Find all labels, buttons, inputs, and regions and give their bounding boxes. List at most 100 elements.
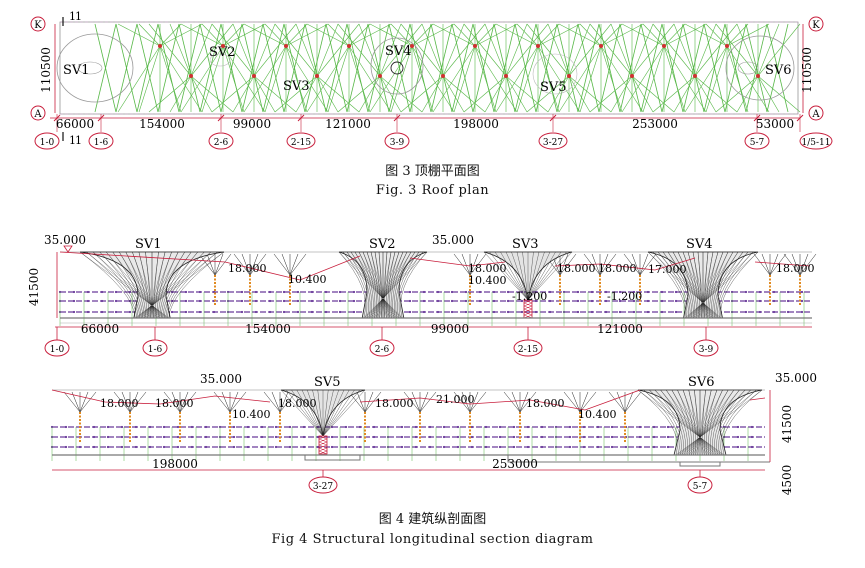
- funnel-sv5: [280, 389, 366, 455]
- cable-node: [756, 74, 760, 78]
- svg-text:5-7: 5-7: [750, 138, 765, 148]
- svg-text:A: A: [33, 109, 42, 120]
- svg-text:1-0: 1-0: [50, 345, 65, 355]
- cable-node: [725, 44, 729, 48]
- svg-text:2-6: 2-6: [375, 345, 390, 355]
- level-label: 18.000: [375, 397, 414, 410]
- level-label: -1.200: [512, 290, 547, 303]
- span-label: 198000: [453, 117, 499, 131]
- roof-outline: [59, 21, 799, 115]
- svg-text:5-7: 5-7: [693, 482, 708, 492]
- level-markers: 35.000 35.000 18.000 18.000 10.400 18.00…: [100, 371, 817, 421]
- grid-bubble: 3-9: [384, 132, 410, 150]
- cable-node: [662, 44, 666, 48]
- roof-width-dimension: 110500: [39, 47, 53, 93]
- fig4-caption-en: Fig 4 Structural longitudinal section di…: [271, 532, 594, 547]
- funnel-sv3: [483, 251, 573, 319]
- span-label: 66000: [56, 117, 94, 131]
- svg-text:3-9: 3-9: [699, 345, 714, 355]
- span-label: 66000: [81, 322, 119, 336]
- cable-node: [567, 74, 571, 78]
- level-label: 18.000: [228, 262, 267, 275]
- level-label: 10.400: [288, 273, 327, 286]
- level-label: 18.000: [776, 262, 815, 275]
- void-outline-sv1: [56, 33, 134, 103]
- svg-text:A: A: [811, 109, 820, 120]
- cable-node: [536, 44, 540, 48]
- grid-bubble: 3-9: [693, 327, 719, 357]
- level-label: 10.400: [468, 274, 507, 287]
- grid-bubble: 2-15: [286, 132, 316, 150]
- svg-text:1: 1: [75, 134, 82, 147]
- funnel-sv2: [338, 251, 428, 319]
- level-label: 35.000: [775, 371, 817, 385]
- cable-node: [410, 44, 414, 48]
- funnel-structures: [59, 251, 811, 319]
- cable-node: [441, 74, 445, 78]
- roof-span-dimensions: 66000 154000 99000 121000 198000 253000 …: [56, 117, 794, 131]
- grid-bubble: 1/5-11: [799, 132, 833, 150]
- fig3-caption-cn: 图 3 顶棚平面图: [385, 164, 480, 179]
- section-mark: 1: [69, 134, 76, 147]
- svg-text:2-15: 2-15: [291, 138, 311, 148]
- svg-text:2-15: 2-15: [518, 345, 538, 355]
- span-label: 121000: [325, 117, 371, 131]
- cable-node: [599, 44, 603, 48]
- void-outline-sv4: [370, 37, 424, 95]
- section-void-label: SV2: [369, 237, 396, 252]
- axis-k-left: [30, 16, 46, 32]
- void-outline-sv6: [725, 35, 795, 101]
- cable-node: [473, 44, 477, 48]
- cable-node: [504, 74, 508, 78]
- grid-bubble: 3-27: [308, 470, 338, 494]
- level-label: -1.200: [607, 290, 642, 303]
- span-label: 253000: [492, 457, 538, 471]
- svg-text:2-6: 2-6: [214, 138, 229, 148]
- roof-void-label: SV4: [385, 44, 412, 59]
- section-void-label: SV5: [314, 375, 341, 390]
- span-label: 53000: [756, 117, 794, 131]
- span-label: 198000: [152, 457, 198, 471]
- span-label: 99000: [233, 117, 271, 131]
- section-void-label: SV1: [135, 237, 162, 252]
- grid-bubble: 5-7: [744, 132, 770, 150]
- svg-text:3-9: 3-9: [390, 138, 405, 148]
- span-label: 99000: [431, 322, 469, 336]
- roof-grid-bubbles: 1-0 1-6 2-6 2-15 3-9 3-27 5-7 1/5-11: [34, 132, 833, 150]
- fig4-caption-cn: 图 4 建筑纵剖面图: [378, 512, 487, 527]
- roof-cable-mesh: [94, 23, 801, 113]
- svg-text:1-6: 1-6: [148, 345, 163, 355]
- svg-text:3-27: 3-27: [313, 482, 333, 492]
- cable-node: [347, 44, 351, 48]
- level-label: 18.000: [155, 397, 194, 410]
- fig3-caption-en: Fig. 3 Roof plan: [375, 183, 490, 198]
- cable-node: [315, 74, 319, 78]
- cable-node: [630, 74, 634, 78]
- roof-void-label: SV6: [765, 63, 792, 78]
- cable-node: [158, 44, 162, 48]
- section-lower: SV5 SV6 35.000 35.000 18.000 18.000 10.4…: [50, 371, 817, 495]
- grid-bubble: 3-27: [538, 132, 568, 150]
- level-label: 35.000: [44, 233, 86, 247]
- level-label: 10.400: [232, 408, 271, 421]
- funnel-sv6: [637, 389, 763, 456]
- section-height-dimension: 41500: [780, 405, 794, 443]
- level-label: 35.000: [200, 372, 242, 386]
- grid-bubble: 1-6: [142, 327, 168, 357]
- level-label: 17.000: [648, 263, 687, 276]
- roof-void-label: SV1: [63, 63, 90, 78]
- funnel-sv4: [647, 251, 759, 319]
- level-label: 18.000: [526, 397, 565, 410]
- svg-text:K: K: [34, 20, 42, 31]
- grid-bubble: 1-6: [88, 132, 114, 150]
- span-label: 154000: [139, 117, 185, 131]
- level-label: 35.000: [432, 233, 474, 247]
- grid-bubble: 2-6: [208, 132, 234, 150]
- section-height-dimension: 41500: [27, 268, 41, 306]
- axis-a-left: [30, 105, 46, 121]
- cable-node: [693, 74, 697, 78]
- section-void-label: SV3: [512, 237, 539, 252]
- roof-void-label: SV5: [540, 80, 567, 95]
- svg-text:1: 1: [75, 10, 82, 23]
